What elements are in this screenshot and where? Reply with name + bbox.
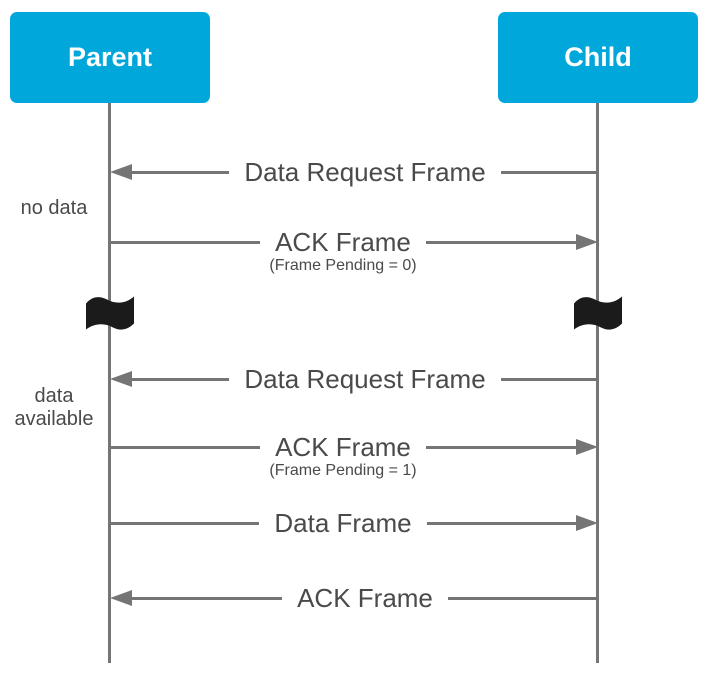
message-data-request-2: Data Request Frame xyxy=(110,362,599,396)
message-subtitle: (Frame Pending = 1) xyxy=(269,462,417,479)
message-ack-3: ACK Frame xyxy=(110,581,598,615)
parent-lifeline xyxy=(108,103,111,663)
message-subtitle: (Frame Pending = 0) xyxy=(269,257,417,274)
actor-child: Child xyxy=(498,12,698,103)
message-label: ACK Frame (Frame Pending = 1) xyxy=(269,432,416,479)
message-label: Data Request Frame xyxy=(244,157,486,187)
message-data-request-1: Data Request Frame xyxy=(110,155,599,189)
arrow-line xyxy=(426,521,577,525)
arrow-line xyxy=(447,596,598,600)
side-note-no-data: no data xyxy=(20,197,88,219)
arrowhead-left-icon xyxy=(110,590,132,606)
child-lifeline xyxy=(596,103,599,663)
arrow-line xyxy=(425,445,576,449)
message-label: Data Frame xyxy=(274,508,412,538)
message-label: ACK Frame (Frame Pending = 0) xyxy=(269,227,416,274)
actor-child-label: Child xyxy=(564,42,632,72)
arrow-line xyxy=(110,445,261,449)
message-label-text: ACK Frame xyxy=(275,227,411,257)
message-ack-2: ACK Frame (Frame Pending = 1) xyxy=(110,430,598,479)
arrowhead-left-icon xyxy=(110,164,132,180)
actor-parent: Parent xyxy=(10,12,210,103)
arrow-line xyxy=(110,521,260,525)
arrow-line xyxy=(110,240,261,244)
wavy-flag-icon xyxy=(86,293,134,334)
arrowhead-right-icon xyxy=(576,515,599,531)
message-label-text: ACK Frame xyxy=(275,432,411,462)
message-label: Data Request Frame xyxy=(244,364,486,394)
arrow-line xyxy=(500,170,599,174)
arrow-line xyxy=(132,170,230,174)
arrow-line xyxy=(132,377,230,381)
arrow-line xyxy=(132,596,283,600)
message-ack-1: ACK Frame (Frame Pending = 0) xyxy=(110,225,598,274)
arrowhead-left-icon xyxy=(110,371,132,387)
arrow-line xyxy=(500,377,599,381)
message-data-frame: Data Frame xyxy=(110,506,599,540)
arrowhead-right-icon xyxy=(576,439,598,455)
actor-parent-label: Parent xyxy=(67,42,153,72)
arrow-line xyxy=(425,240,576,244)
arrowhead-right-icon xyxy=(576,234,598,250)
side-note-data-available: data available xyxy=(14,385,94,430)
message-label: ACK Frame xyxy=(297,583,433,613)
wavy-flag-icon xyxy=(574,293,622,334)
